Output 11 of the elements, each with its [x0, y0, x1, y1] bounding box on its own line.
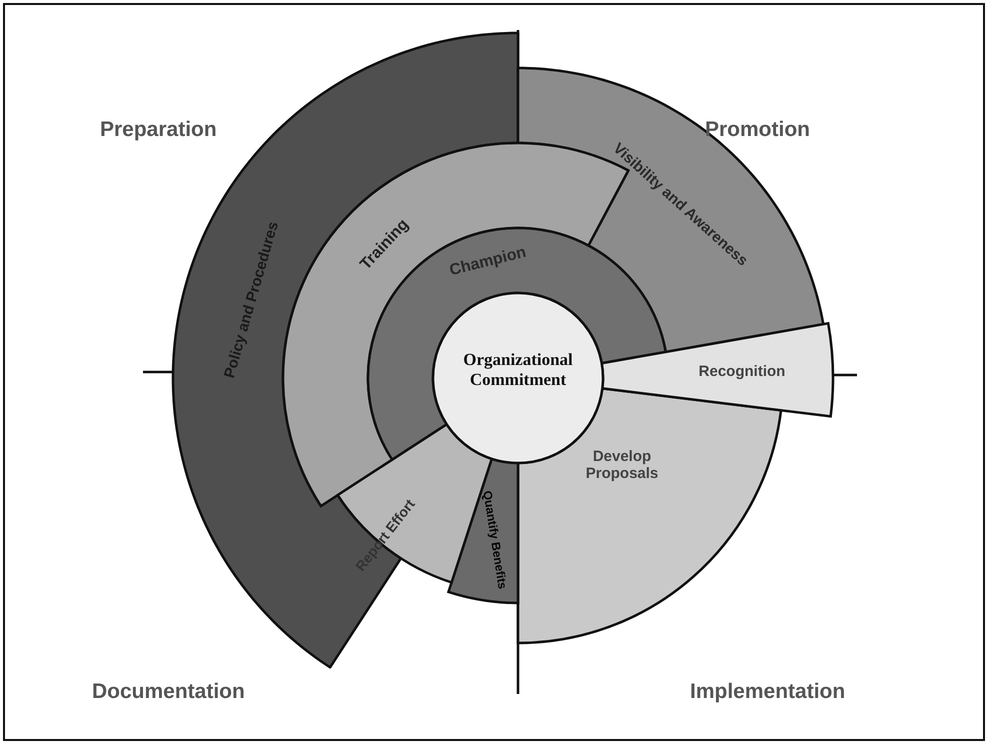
- segment-label: Champion: [448, 244, 528, 280]
- segment-label: Quantify Benefits: [479, 490, 509, 590]
- quadrant-label: Preparation: [100, 118, 217, 142]
- segment-label: Develop Proposals: [584, 448, 660, 482]
- segment-label: Recognition: [698, 363, 786, 381]
- quadrant-label: Documentation: [92, 680, 245, 704]
- ring-segment: [516, 387, 782, 644]
- quadrant-label: Promotion: [705, 118, 810, 142]
- quadrant-label: Implementation: [690, 680, 846, 704]
- ring-segment: [600, 322, 834, 418]
- segment-label: Organizational Commitment: [462, 350, 574, 390]
